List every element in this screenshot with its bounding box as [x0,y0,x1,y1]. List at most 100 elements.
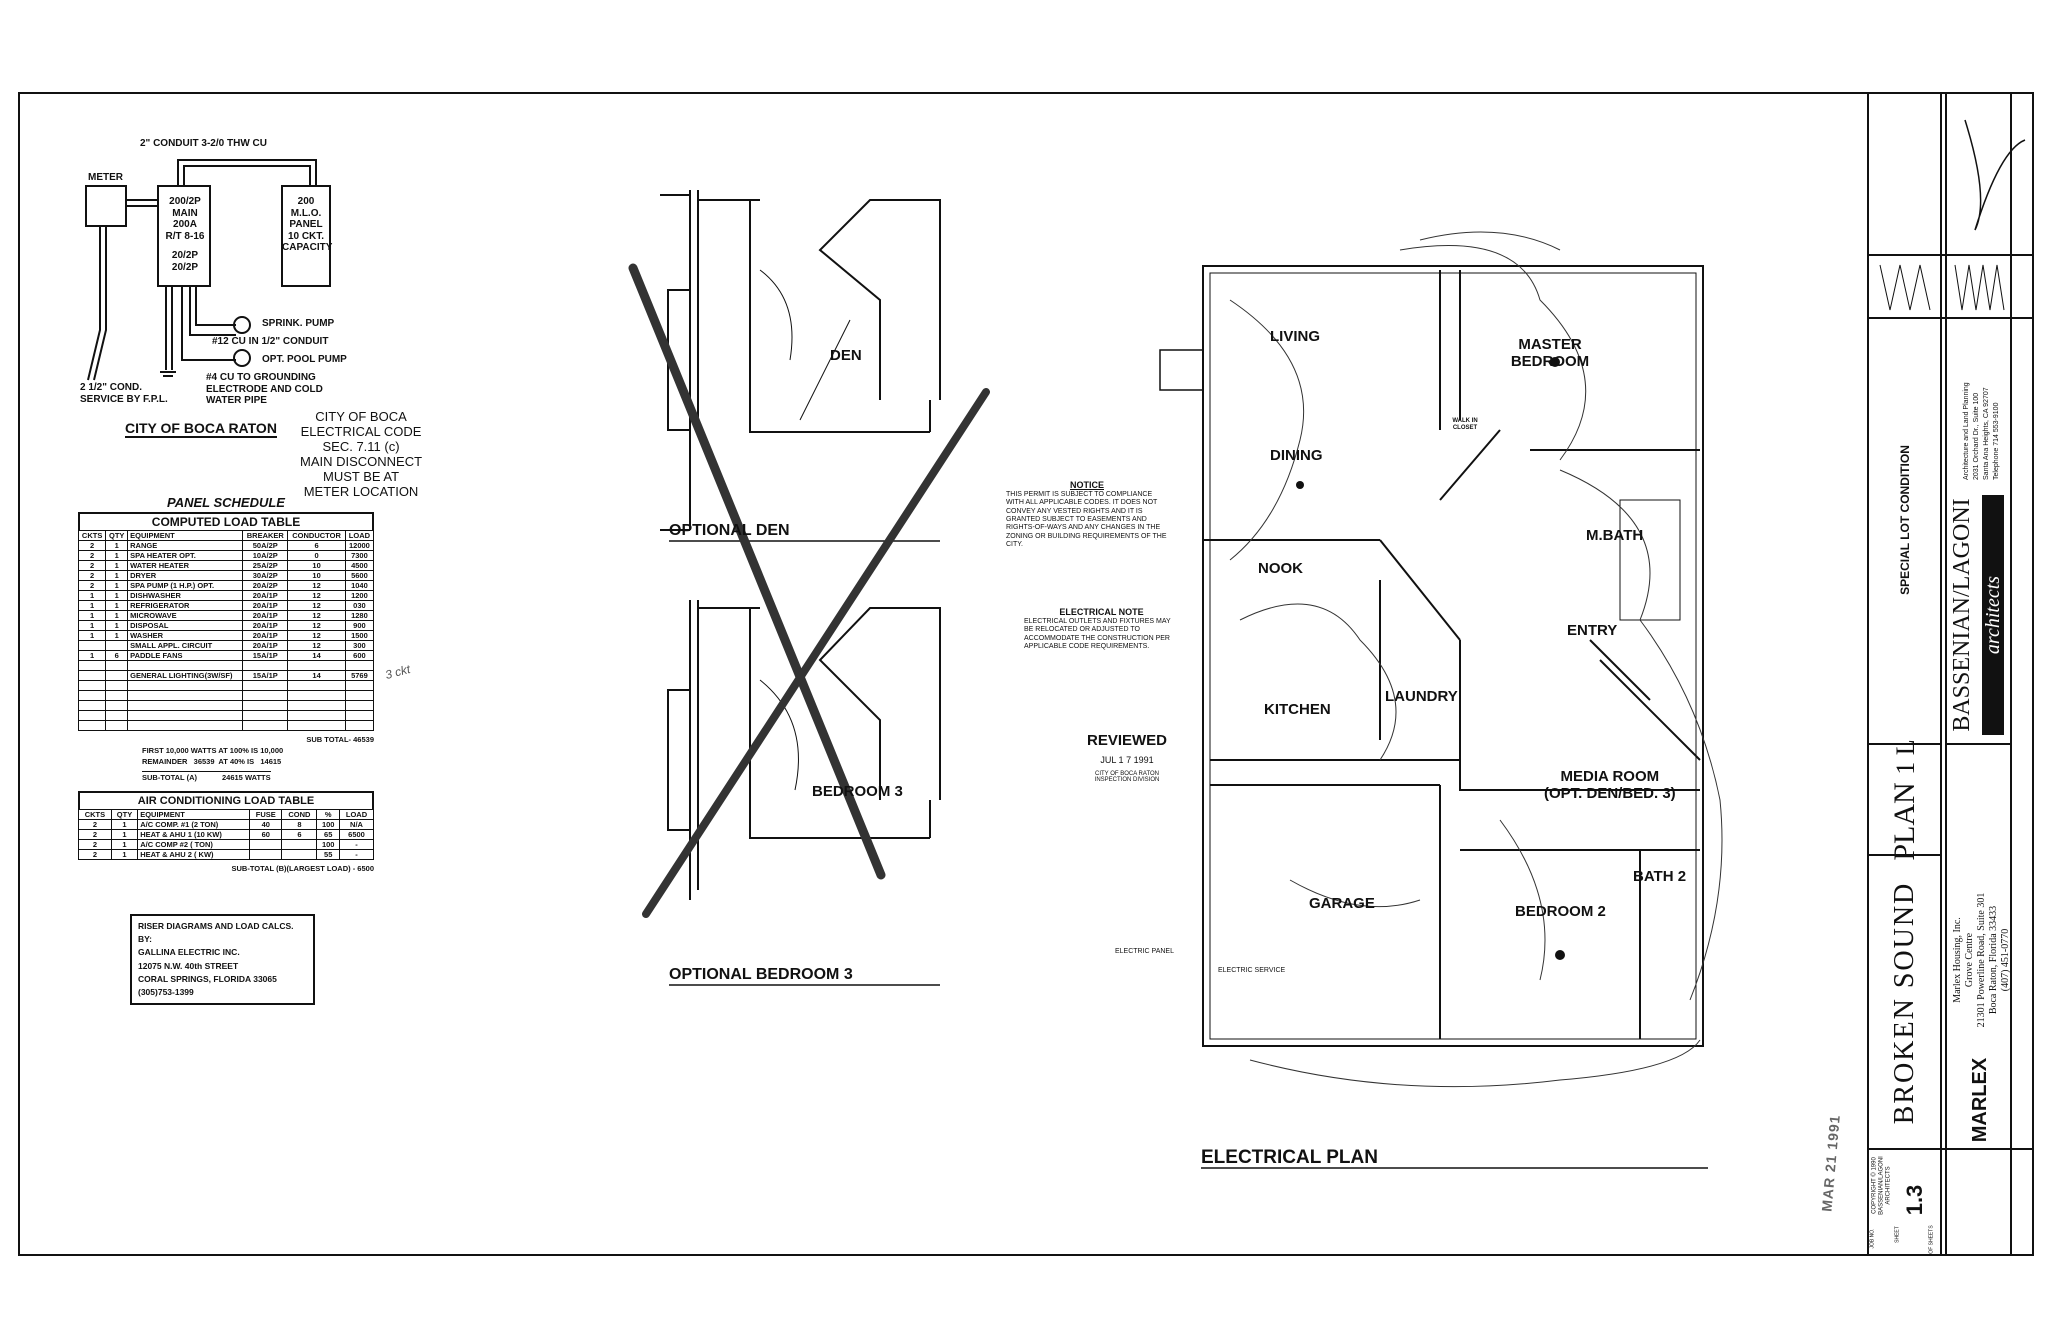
table-cell [127,720,244,731]
table-cell: 300 [344,640,375,651]
table-cell [287,710,346,721]
architect-info-line: Santa Ana Heights, CA 92707 [1983,387,1990,480]
table-cell: 2 [77,570,107,581]
table-cell: RANGE [127,540,244,551]
sheet-border [18,92,2034,1256]
grounding-label: #4 CU TO GROUNDING ELECTRODE AND COLD WA… [206,372,323,407]
remainder-watts: REMAINDER 36539 AT 40% IS 14615 [142,757,282,766]
breaker-label: 200/2P [169,196,201,207]
column-header: CKTS [77,530,107,541]
table-cell [105,680,129,691]
table-cell [77,720,107,731]
table-cell: 50A/2P [242,540,289,551]
table-cell: 12 [287,640,346,651]
table-cell [127,690,244,701]
notice-title: NOTICE [1069,480,1104,490]
column-header: EQUIPMENT [127,530,244,541]
credit-line: CORAL SPRINGS, FLORIDA 33065 [138,973,277,984]
code-line: MAIN DISCONNECT [300,453,423,469]
code-line: SEC. 7.11 (c) [322,438,400,454]
table-cell [344,660,375,671]
table-cell: 100 [316,839,341,850]
mlo-panel-label: 200 M.L.O. PANEL 10 CKT. CAPACITY [282,196,332,254]
credit-line: RISER DIAGRAMS AND LOAD CALCS. BY: [138,921,294,945]
breaker-label: 20/2P [171,250,199,261]
table-cell: 2 [77,580,107,591]
mlo-line: PANEL [289,219,323,230]
table-cell: 20A/1P [242,630,289,641]
table-cell: 2 [78,819,112,830]
first-watts: FIRST 10,000 WATTS AT 100% IS 10,000 [142,746,284,755]
table-cell: 600 [344,650,375,661]
table-cell: 12 [287,600,346,611]
table-cell: 1 [77,610,107,621]
electrical-floor-plan [1159,231,1723,1169]
rating-label: R/T 8-16 [165,230,205,242]
table-cell: 12000 [344,540,375,551]
table-cell [249,849,283,860]
optional-bedroom-plan [667,600,941,986]
architect-script-logo: architects [1982,495,2004,735]
table-cell: 10 [287,560,346,571]
table-cell [77,690,107,701]
of-label: OF [1928,1246,1935,1254]
service-label: 2 1/2" COND. SERVICE BY F.P.L. [80,382,168,405]
table-cell: 1 [77,590,107,601]
sprink-pump-label: SPRINK. PUMP [262,318,335,329]
table-cell: 2 [78,849,112,860]
marlex-logo: MARLEX [1969,1057,1991,1143]
table-cell [77,700,107,711]
table-cell: 20A/1P [242,600,289,611]
room-laundry: LAUNDRY [1385,688,1458,705]
computed-load-title: COMPUTED LOAD TABLE [78,512,374,530]
city-title: CITY OF BOCA RATON [125,420,277,438]
room-garage: GARAGE [1309,895,1375,912]
table-cell [287,660,346,671]
table-cell: 1 [77,650,107,661]
code-note: CITY OF BOCA ELECTRICAL CODE SEC. 7.11 (… [300,409,423,500]
table-row [77,680,375,691]
table-cell: 1 [110,849,139,860]
table-cell: 20A/1P [242,640,289,651]
table-cell: 1 [105,590,129,601]
riser-conduit-label: 2" CONDUIT 3-2/0 THW CU [140,138,267,149]
optional-den-plan [660,190,941,542]
notice-block: NOTICE THIS PERMIT IS SUBJECT TO COMPLIA… [1006,480,1168,550]
room-bath-2: BATH 2 [1633,868,1687,885]
electrical-note-block: ELECTRICAL NOTE ELECTRICAL OUTLETS AND F… [1024,607,1179,651]
table-row [77,720,375,731]
table-cell: 1 [105,600,129,611]
table-cell: 15A/1P [242,650,289,661]
table-cell: 1 [77,600,107,611]
media-sub-label: (OPT. DEN/BED. 3) [1544,784,1676,802]
table-cell: 1280 [344,610,375,621]
table-cell: 5769 [344,670,375,681]
code-line: ELECTRICAL CODE [300,423,422,439]
meter-label: METER [88,172,123,183]
special-lot-condition: SPECIAL LOT CONDITION [1898,445,1912,595]
table-cell: 1 [77,620,107,631]
builder-line: 21301 Powerline Road, Suite 301 [1976,892,1987,1028]
builder-info: Marlex Housing, Inc. Grove Centre 21301 … [1952,840,2012,1080]
table-cell: 15A/1P [242,670,289,681]
table-cell: 30A/2P [242,570,289,581]
table-cell: 4500 [344,560,375,571]
table-row [77,660,375,671]
table-cell: 1 [105,620,129,631]
column-header: % [316,809,341,820]
table-cell: 20A/1P [242,620,289,631]
table-cell: 1 [105,610,129,621]
table-cell: 0 [287,550,346,561]
of-sheets-label: OF SHEETS [1929,1220,1936,1260]
sheet-label: SHEET [1894,1226,1901,1243]
room-closet: WALK IN CLOSET [1452,418,1478,431]
pool-pump-label: OPT. POOL PUMP [262,354,347,365]
table-cell [242,680,289,691]
